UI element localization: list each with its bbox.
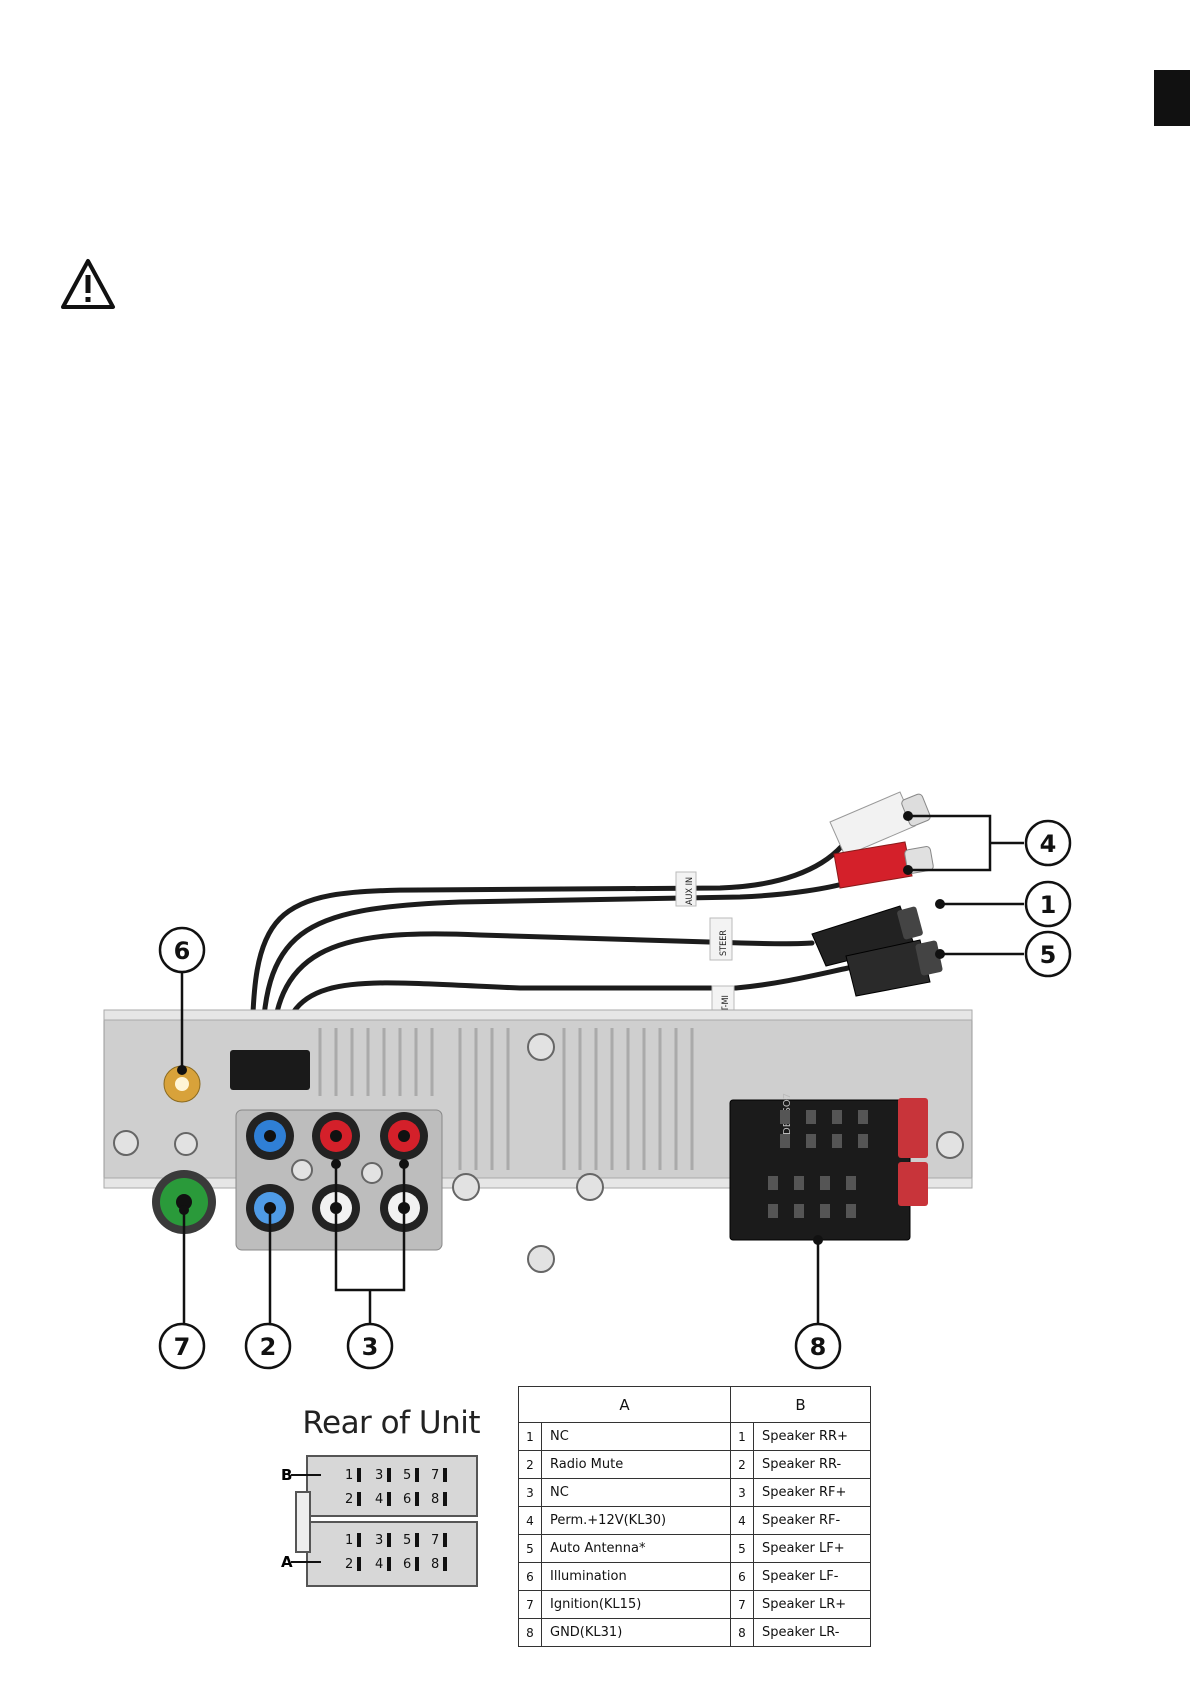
callout-circles [158,819,1072,1370]
b-label-cell: Speaker RR+ [753,1422,871,1451]
svg-text:7: 7 [431,1468,439,1483]
cable-label-mic: EXT-MI [721,995,731,1022]
a-num-cell: 5 [518,1534,542,1563]
a-label-cell: GND(KL31) [541,1618,731,1647]
rca-plug-black-2 [845,939,943,997]
callout-5: 5 [1040,941,1057,969]
a-num-cell: 7 [518,1590,542,1619]
svg-text:5: 5 [403,1533,411,1548]
b-num-cell: 4 [730,1506,754,1535]
svg-text:1: 1 [345,1468,353,1483]
cable-bundle [249,843,853,1063]
b-label-cell: Speaker LF+ [753,1534,871,1563]
svg-text:7: 7 [431,1533,439,1548]
rca-plug-red [833,841,934,889]
svg-text:6: 6 [403,1492,411,1507]
b-num-cell: 6 [730,1562,754,1591]
b-label-cell: Speaker RF- [753,1506,871,1535]
b-label-cell: Speaker RR- [753,1450,871,1479]
block-a-label: A [281,1553,293,1571]
svg-text:2: 2 [345,1557,353,1572]
iso-pins [768,1110,868,1218]
screws [113,1033,964,1273]
leader-lines [180,814,1024,1330]
svg-text:8: 8 [431,1557,439,1572]
callout-3: 3 [362,1333,379,1361]
callout-8: 8 [810,1333,827,1361]
b-num-cell: 8 [730,1618,754,1647]
a-num-cell: 3 [518,1478,542,1507]
a-num-cell: 1 [518,1422,542,1451]
b-label-cell: Speaker LR- [753,1618,871,1647]
a-label-cell: NC [541,1478,731,1507]
connector-pinout-diagram: B A 1 3 5 7 2 4 6 8 1 3 5 7 2 4 6 8 [281,1455,478,1587]
a-num-cell: 4 [518,1506,542,1535]
b-num-cell: 3 [730,1478,754,1507]
svg-text:2: 2 [345,1492,353,1507]
cable-label-steering: STEER [719,930,729,956]
rear-of-unit-title: Rear of Unit [302,1405,480,1441]
svg-text:8: 8 [431,1492,439,1507]
svg-text:4: 4 [375,1492,383,1507]
b-label-cell: Speaker LR+ [753,1590,871,1619]
iso-connector [729,1099,911,1241]
callout-2: 2 [260,1333,277,1361]
svg-text:3: 3 [375,1533,383,1548]
svg-text:3: 3 [375,1468,383,1483]
callout-1: 1 [1040,891,1057,919]
page-edge-tab [1154,70,1190,126]
a-label-cell: Perm.+12V(KL30) [541,1506,731,1535]
a-num-cell: 2 [518,1450,542,1479]
a-label-cell: Auto Antenna* [541,1534,731,1563]
a-num-cell: 6 [518,1562,542,1591]
fuse [898,1098,928,1158]
callout-6: 6 [174,937,191,965]
cable-grommet [230,1050,310,1090]
column-b-header: B [730,1386,871,1423]
b-num-cell: 1 [730,1422,754,1451]
a-label-cell: Ignition(KL15) [541,1590,731,1619]
b-num-cell: 5 [730,1534,754,1563]
b-label-cell: Speaker RF+ [753,1478,871,1507]
a-num-cell: 8 [518,1618,542,1647]
a-label-cell: Illumination [541,1562,731,1591]
callout-7: 7 [174,1333,191,1361]
block-b-label: B [281,1466,292,1484]
svg-text:1: 1 [345,1533,353,1548]
svg-text:6: 6 [403,1557,411,1572]
cable-label-aux: AUX IN [685,877,695,905]
b-num-cell: 7 [730,1590,754,1619]
heatsink-fins [318,1028,694,1170]
a-label-cell: NC [541,1422,731,1451]
callout-4: 4 [1040,830,1057,858]
svg-text:4: 4 [375,1557,383,1572]
a-label-cell: Radio Mute [541,1450,731,1479]
rear-connection-diagram: AUX IN STEER EXT-MI [103,791,1072,1370]
b-label-cell: Speaker LF- [753,1562,871,1591]
b-num-cell: 2 [730,1450,754,1479]
svg-text:5: 5 [403,1468,411,1483]
warning-icon [61,259,115,309]
leader-dots [177,811,945,1245]
column-a-header: A [518,1386,731,1423]
